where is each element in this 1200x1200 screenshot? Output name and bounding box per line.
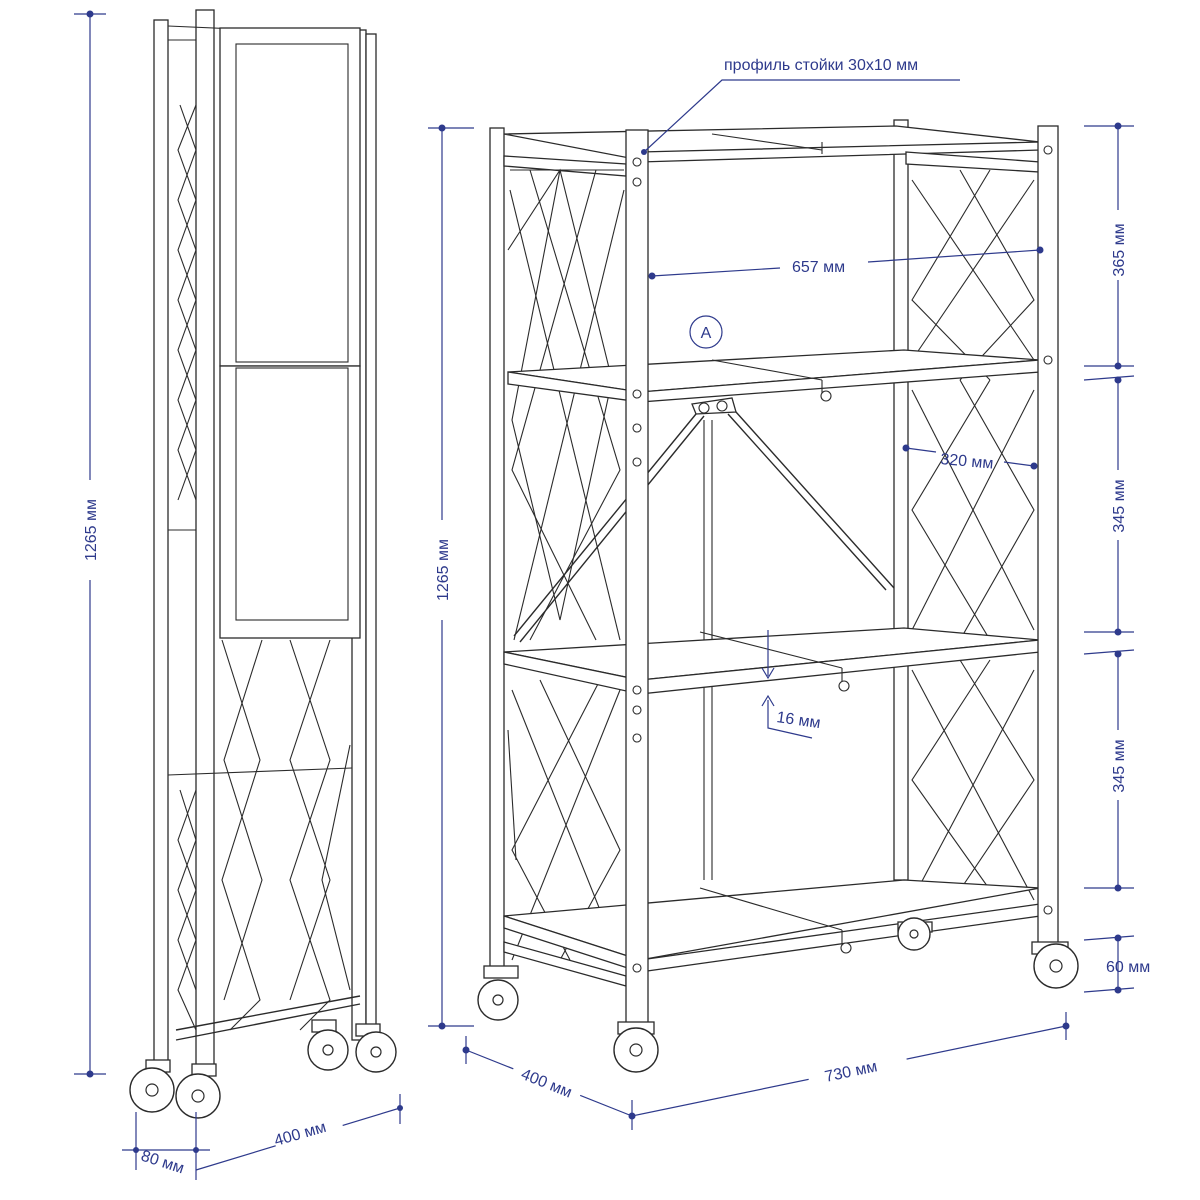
folded-wheel-3 [307, 1019, 349, 1071]
back-right-post [893, 119, 909, 881]
back-left-post [489, 127, 505, 969]
wheel-front-left [613, 1021, 659, 1073]
detail-marker-label: A [701, 325, 712, 342]
folded-post-left [153, 19, 169, 1071]
side-depth-label: 80 мм [139, 1148, 186, 1178]
side-width-dimension: 400 мм [195, 1094, 403, 1171]
wheel-height-label: 60 мм [1106, 959, 1150, 976]
detail-marker: A [689, 315, 723, 349]
folded-shelf-panel-lower [219, 365, 361, 639]
level-1-label: 365 мм [1111, 223, 1128, 276]
inner-width-label: 657 мм [792, 259, 845, 276]
shelf-thickness-label: 16 мм [775, 709, 821, 732]
wheel-front-right [1031, 941, 1079, 989]
folded-post-back [365, 33, 377, 1039]
level-3-label: 345 мм [1111, 739, 1128, 792]
folded-rack-view [129, 9, 397, 1119]
profile-callout: профиль стойки 30х10 мм [641, 57, 960, 155]
folded-wheel-4 [355, 1023, 397, 1073]
folded-wheel-1 [129, 1059, 175, 1113]
inner-width-dimension: 657 мм [648, 246, 1044, 280]
side-height-label: 1265 мм [83, 499, 100, 561]
wheel-back-right [897, 917, 933, 951]
wheel-back-left [477, 965, 519, 1021]
depth-dimension: 400 мм [462, 1036, 636, 1130]
level-2-label: 345 мм [1111, 479, 1128, 532]
width-dimension: 730 мм [631, 1012, 1070, 1117]
front-height-dimension: 1265 мм [428, 124, 474, 1030]
post-holes [632, 145, 1053, 973]
folded-post-mid [195, 9, 215, 1071]
inner-depth-label: 320 мм [940, 451, 994, 473]
folded-wheel-2 [175, 1063, 221, 1119]
side-height-dimension: 1265 мм [74, 10, 106, 1078]
folded-shelf-panel-upper [219, 27, 361, 367]
open-rack-view [477, 119, 1079, 1073]
front-left-post [625, 129, 649, 1025]
profile-note-label: профиль стойки 30х10 мм [724, 57, 918, 74]
front-height-label: 1265 мм [435, 539, 452, 601]
shelf-thickness-dimension: 16 мм [761, 630, 822, 739]
inner-depth-dimension: 320 мм [902, 444, 1038, 473]
level-dimensions: 365 мм 345 мм 345 мм 60 мм [1083, 122, 1150, 994]
